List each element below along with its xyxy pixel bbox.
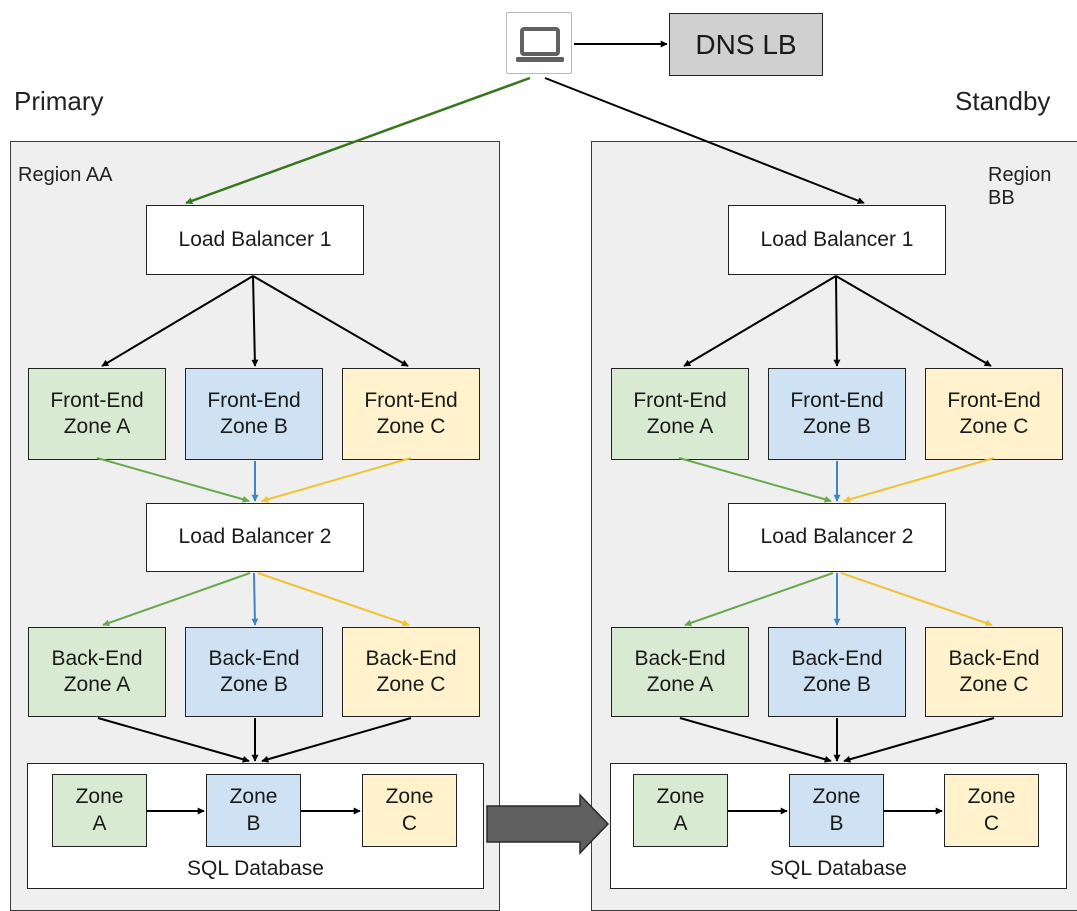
region-bb-front-end-zone-b[interactable]: Front-End Zone B bbox=[768, 368, 906, 460]
standby-heading: Standby bbox=[955, 86, 1051, 116]
region-bb-load-balancer-2[interactable]: Load Balancer 2 bbox=[728, 503, 946, 572]
primary-heading: Primary bbox=[14, 86, 104, 116]
region-aa-db-zone-a[interactable]: Zone A bbox=[52, 774, 147, 847]
region-bb-label: Region BB bbox=[988, 164, 1052, 209]
region-bb-db-label: SQL Database bbox=[770, 857, 907, 880]
region-aa-front-end-zone-c[interactable]: Front-End Zone C bbox=[342, 368, 480, 460]
region-aa-label: Region AA bbox=[18, 164, 113, 186]
region-aa-back-end-zone-b[interactable]: Back-End Zone B bbox=[185, 627, 323, 717]
region-aa-back-end-zone-c[interactable]: Back-End Zone C bbox=[342, 627, 480, 717]
client-node[interactable] bbox=[506, 12, 572, 74]
region-aa-load-balancer-2[interactable]: Load Balancer 2 bbox=[146, 503, 364, 572]
region-aa-front-end-zone-b[interactable]: Front-End Zone B bbox=[185, 368, 323, 460]
region-bb-front-end-zone-a[interactable]: Front-End Zone A bbox=[611, 368, 749, 460]
replication-arrow bbox=[486, 793, 610, 855]
region-bb-db-zone-b[interactable]: Zone B bbox=[789, 774, 884, 847]
region-aa-back-end-zone-a[interactable]: Back-End Zone A bbox=[28, 627, 166, 717]
region-bb-db-zone-a[interactable]: Zone A bbox=[633, 774, 728, 847]
region-aa-db-label: SQL Database bbox=[187, 857, 324, 880]
laptop-icon bbox=[516, 27, 564, 62]
region-aa-db-zone-c[interactable]: Zone C bbox=[362, 774, 457, 847]
dns-lb-box[interactable]: DNS LB bbox=[669, 13, 823, 76]
region-bb-back-end-zone-a[interactable]: Back-End Zone A bbox=[611, 627, 749, 717]
region-aa-load-balancer-1[interactable]: Load Balancer 1 bbox=[146, 205, 364, 275]
region-bb-back-end-zone-b[interactable]: Back-End Zone B bbox=[768, 627, 906, 717]
region-aa-front-end-zone-a[interactable]: Front-End Zone A bbox=[28, 368, 166, 460]
region-bb-load-balancer-1[interactable]: Load Balancer 1 bbox=[728, 205, 946, 275]
region-aa-db-zone-b[interactable]: Zone B bbox=[206, 774, 301, 847]
region-bb-front-end-zone-c[interactable]: Front-End Zone C bbox=[925, 368, 1063, 460]
region-bb-back-end-zone-c[interactable]: Back-End Zone C bbox=[925, 627, 1063, 717]
region-bb-db-zone-c[interactable]: Zone C bbox=[944, 774, 1039, 847]
